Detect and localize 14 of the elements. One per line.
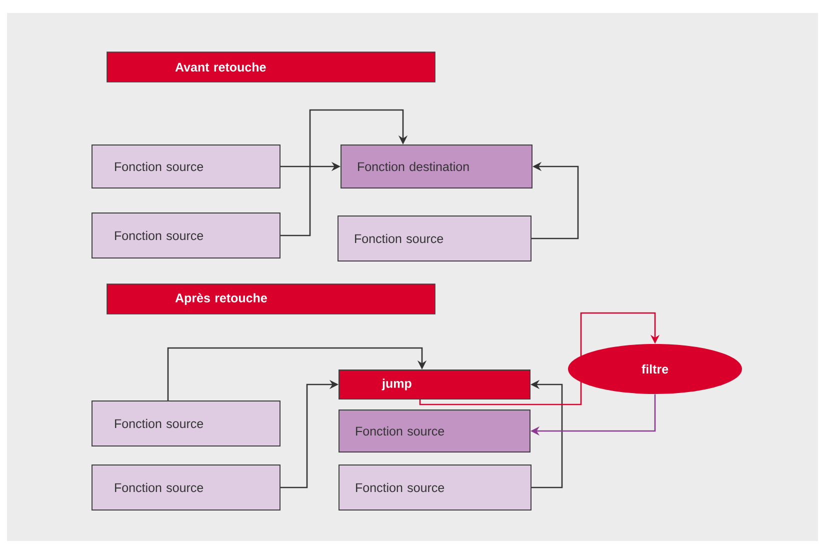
- function-box: Fonction source: [92, 400, 280, 446]
- arrow: [280, 109, 408, 236]
- function-box: Fonction source: [338, 216, 532, 262]
- arrow: [167, 347, 427, 400]
- arrow: [419, 312, 660, 406]
- function-box: Fonction source: [338, 410, 530, 452]
- function-box: Fonction source: [92, 464, 280, 510]
- heading-banner: Après retouche: [106, 284, 436, 314]
- heading-banner: Avant retouche: [106, 52, 436, 82]
- function-box: Fonction destination: [340, 144, 532, 188]
- function-box: Fonction source: [92, 212, 280, 258]
- function-box: Fonction source: [338, 464, 532, 510]
- jump-box: jump: [338, 370, 530, 400]
- function-box: Fonction source: [92, 144, 280, 188]
